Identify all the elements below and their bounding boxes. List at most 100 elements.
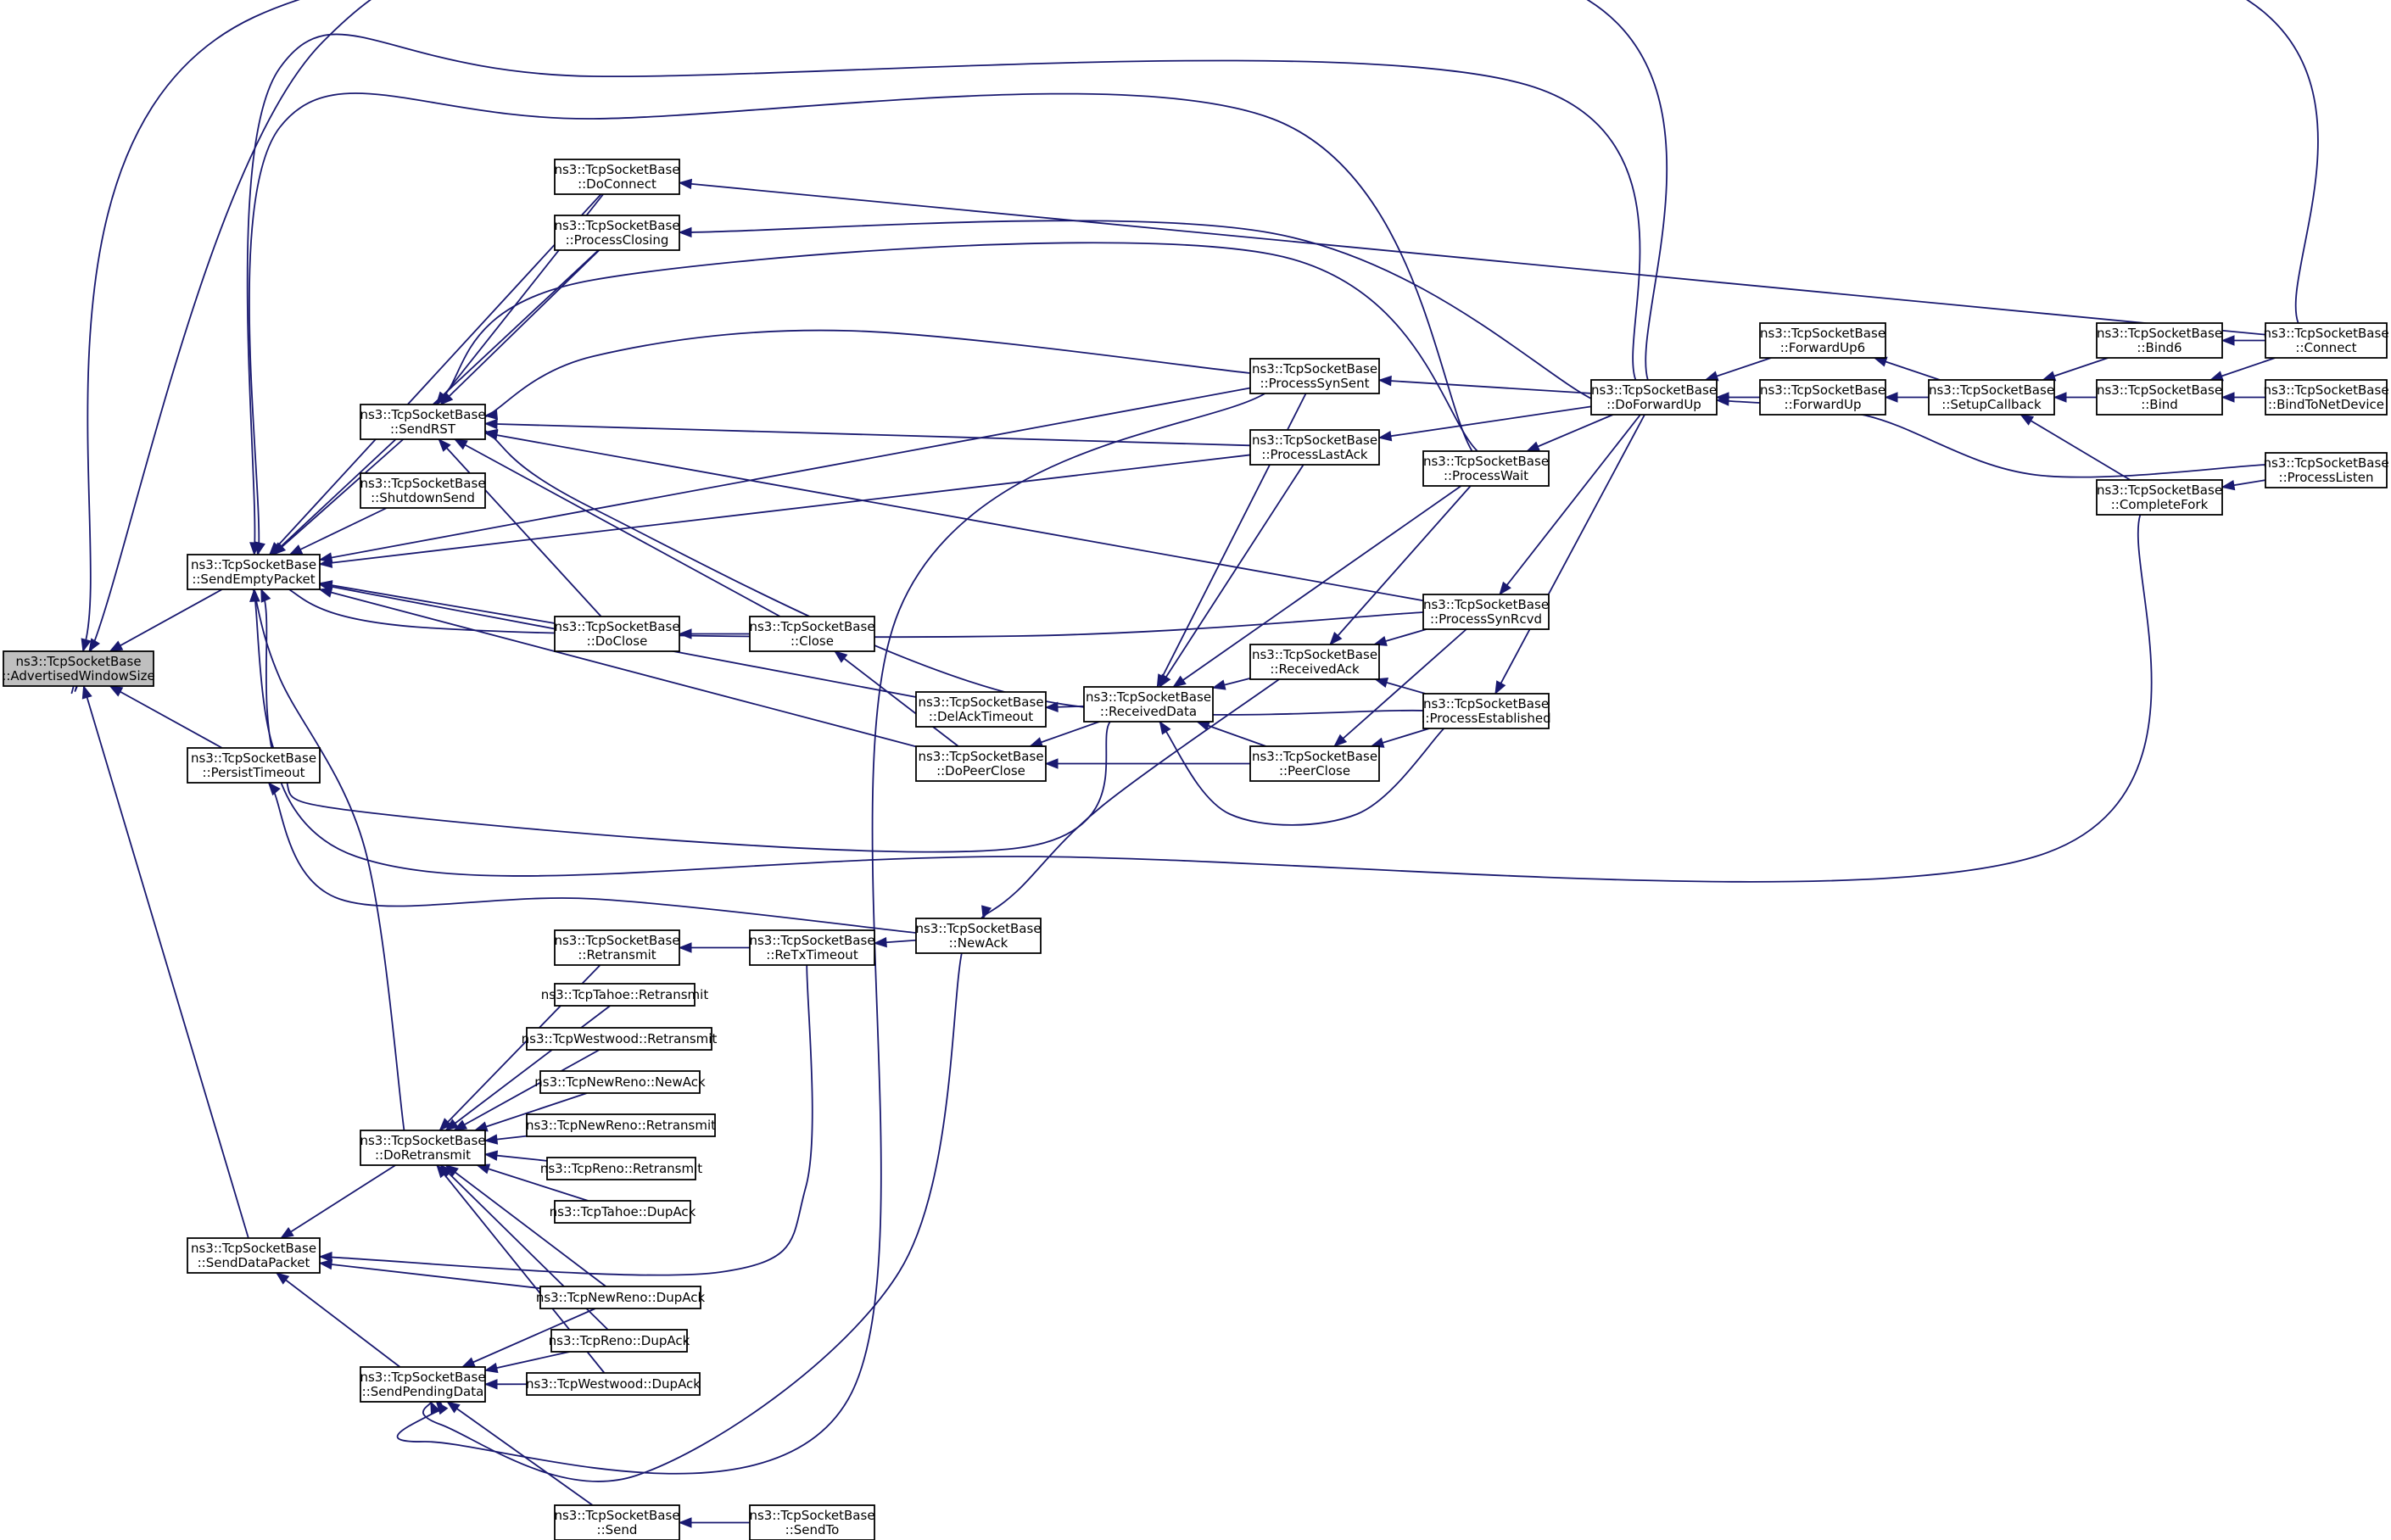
node-label: ns3::TcpSocketBase xyxy=(1760,382,1885,398)
function-node[interactable]: ns3::TcpWestwood::Retransmit xyxy=(522,1027,718,1051)
function-node[interactable]: ns3::TcpSocketBase::Close xyxy=(749,616,875,652)
function-node[interactable]: ns3::TcpSocketBase::SendRST xyxy=(360,404,486,440)
node-label: ::ForwardUp6 xyxy=(1780,340,1865,355)
call-edge xyxy=(834,650,959,747)
function-node[interactable]: ns3::TcpSocketBase::Send xyxy=(554,1504,680,1540)
node-box xyxy=(187,747,321,784)
arrowhead xyxy=(2221,479,2236,491)
function-node[interactable]: ns3::TcpSocketBase::Retransmit xyxy=(554,929,680,966)
call-edge xyxy=(474,1092,588,1131)
arrowhead xyxy=(1715,395,1729,406)
function-node[interactable]: ns3::TcpSocketBase::ProcessListen xyxy=(2263,452,2389,488)
node-box xyxy=(2096,379,2223,416)
function-node[interactable]: ns3::TcpSocketBase::SetupCallback xyxy=(1928,379,2055,416)
function-node[interactable]: ns3::TcpSocketBase::ForwardUp xyxy=(1759,379,1886,416)
function-node[interactable]: ns3::TcpSocketBase::SendTo xyxy=(749,1504,875,1540)
function-node[interactable]: ns3::TcpSocketBase::DelAckTimeout xyxy=(915,691,1047,728)
node-box xyxy=(360,404,486,440)
function-node[interactable]: ns3::TcpSocketBase::Bind xyxy=(2096,379,2223,416)
function-node[interactable]: ns3::TcpReno::DupAck xyxy=(549,1329,690,1353)
function-node[interactable]: ns3::TcpSocketBase::ProcessWait xyxy=(1422,450,1550,487)
call-edge xyxy=(478,329,1251,421)
node-label: ::ProcessWait xyxy=(1444,468,1528,483)
node-label: ::AdvertisedWindowSize xyxy=(2,668,154,684)
node-label: ::ProcessSynSent xyxy=(1260,376,1369,391)
arrowhead xyxy=(678,226,692,238)
arrowhead xyxy=(1029,737,1044,748)
function-node[interactable]: ns3::TcpSocketBase::DoPeerClose xyxy=(915,745,1047,782)
function-node[interactable]: ns3::TcpNewReno::Retransmit xyxy=(526,1113,716,1137)
arrowhead xyxy=(81,638,92,653)
function-node[interactable]: ns3::TcpSocketBase::BindToNetDevice xyxy=(2263,379,2389,416)
arrowhead xyxy=(1494,680,1506,695)
call-edge xyxy=(438,438,602,617)
node-box xyxy=(1249,429,1380,466)
arrowhead xyxy=(1377,431,1393,442)
arrowhead xyxy=(461,1357,476,1368)
node-label: ::SendEmptyPacket xyxy=(192,572,315,587)
node-box xyxy=(539,1070,701,1094)
arrowhead xyxy=(1172,675,1187,688)
node-label: ns3::TcpSocketBase xyxy=(1252,432,1377,448)
arrowhead xyxy=(483,1379,498,1390)
node-label: ::Bind6 xyxy=(2137,340,2182,355)
node-box xyxy=(554,929,680,966)
arrowhead xyxy=(834,650,848,663)
function-node[interactable]: ns3::TcpSocketBase::ProcessEstablished xyxy=(1421,693,1551,729)
function-node[interactable]: ns3::TcpSocketBase::ProcessSynSent xyxy=(1249,358,1380,394)
function-node[interactable]: ns3::TcpSocketBase::DoRetransmit xyxy=(360,1130,486,1166)
node-label: ns3::TcpSocketBase xyxy=(554,218,679,233)
node-label: ::Retransmit xyxy=(578,947,656,962)
call-edge xyxy=(484,422,1251,447)
node-label: ::DelAckTimeout xyxy=(929,709,1033,724)
function-node[interactable]: ns3::TcpSocketBase::ProcessClosing xyxy=(554,215,680,251)
node-label: ::BindToNetDevice xyxy=(2268,397,2384,412)
call-edge xyxy=(422,952,963,1482)
node-box xyxy=(2265,322,2388,359)
node-box xyxy=(360,1130,486,1166)
function-node[interactable]: ns3::TcpSocketBase::AdvertisedWindowSize xyxy=(2,650,155,687)
node-label: ::DoPeerClose xyxy=(936,763,1025,778)
function-node[interactable]: ns3::TcpSocketBase::ForwardUp6 xyxy=(1759,322,1886,359)
call-edge xyxy=(444,1005,611,1131)
function-node[interactable]: ns3::TcpSocketBase::SendEmptyPacket xyxy=(187,554,321,590)
node-label: ns3::TcpSocketBase xyxy=(554,933,679,948)
node-box xyxy=(554,983,696,1007)
call-edge xyxy=(272,438,404,555)
node-layer: ns3::TcpSocketBase::AdvertisedWindowSize… xyxy=(2,159,2389,1540)
function-node[interactable]: ns3::TcpTahoe::DupAck xyxy=(550,1200,696,1224)
function-node[interactable]: ns3::TcpSocketBase::ProcessLastAck xyxy=(1249,429,1380,466)
call-edge xyxy=(280,1164,396,1239)
function-node[interactable]: ns3::TcpSocketBase::ProcessSynRcvd xyxy=(1422,594,1550,630)
function-node[interactable]: ns3::TcpSocketBase::CompleteFork xyxy=(2096,479,2223,516)
function-node[interactable]: ns3::TcpSocketBase::SendPendingData xyxy=(360,1366,486,1403)
function-node[interactable]: ns3::TcpNewReno::DupAck xyxy=(536,1286,706,1309)
function-node[interactable]: ns3::TcpReno::Retransmit xyxy=(540,1157,702,1180)
node-label: ::PeerClose xyxy=(1279,763,1350,778)
function-node[interactable]: ns3::TcpSocketBase::ReceivedAck xyxy=(1249,644,1380,680)
node-label: ns3::TcpSocketBase xyxy=(2097,382,2222,398)
call-edge xyxy=(319,387,1251,561)
function-node[interactable]: ns3::TcpSocketBase::ShutdownSend xyxy=(360,472,486,509)
function-node[interactable]: ns3::TcpSocketBase::DoClose xyxy=(554,616,680,652)
function-node[interactable]: ns3::TcpWestwood::DupAck xyxy=(526,1372,701,1396)
function-node[interactable]: ns3::TcpSocketBase::DoConnect xyxy=(554,159,680,195)
function-node[interactable]: ns3::TcpTahoe::Retransmit xyxy=(541,983,709,1007)
node-label: ::DoConnect xyxy=(578,176,656,192)
function-node[interactable]: ns3::TcpNewReno::NewAck xyxy=(534,1070,706,1094)
function-node[interactable]: ns3::TcpSocketBase::NewAck xyxy=(915,918,1042,954)
function-node[interactable]: ns3::TcpSocketBase::ReceivedData xyxy=(1083,686,1214,723)
function-node[interactable]: ns3::TcpSocketBase::ReTxTimeout xyxy=(749,929,875,966)
function-node[interactable]: ns3::TcpSocketBase::DoForwardUp xyxy=(1590,379,1718,416)
node-label: ns3::TcpSocketBase xyxy=(1423,597,1549,612)
call-edge xyxy=(679,181,2266,336)
function-node[interactable]: ns3::TcpSocketBase::Bind6 xyxy=(2096,322,2223,359)
node-box xyxy=(915,918,1042,954)
function-node[interactable]: ns3::TcpSocketBase::Connect xyxy=(2263,322,2389,359)
node-label: ::ProcessSynRcvd xyxy=(1430,611,1542,627)
function-node[interactable]: ns3::TcpSocketBase::PersistTimeout xyxy=(187,747,321,784)
function-node[interactable]: ns3::TcpSocketBase::SendDataPacket xyxy=(187,1237,321,1274)
function-node[interactable]: ns3::TcpSocketBase::PeerClose xyxy=(1249,745,1380,782)
call-edge xyxy=(461,1308,596,1368)
node-label: ns3::TcpSocketBase xyxy=(918,695,1043,710)
